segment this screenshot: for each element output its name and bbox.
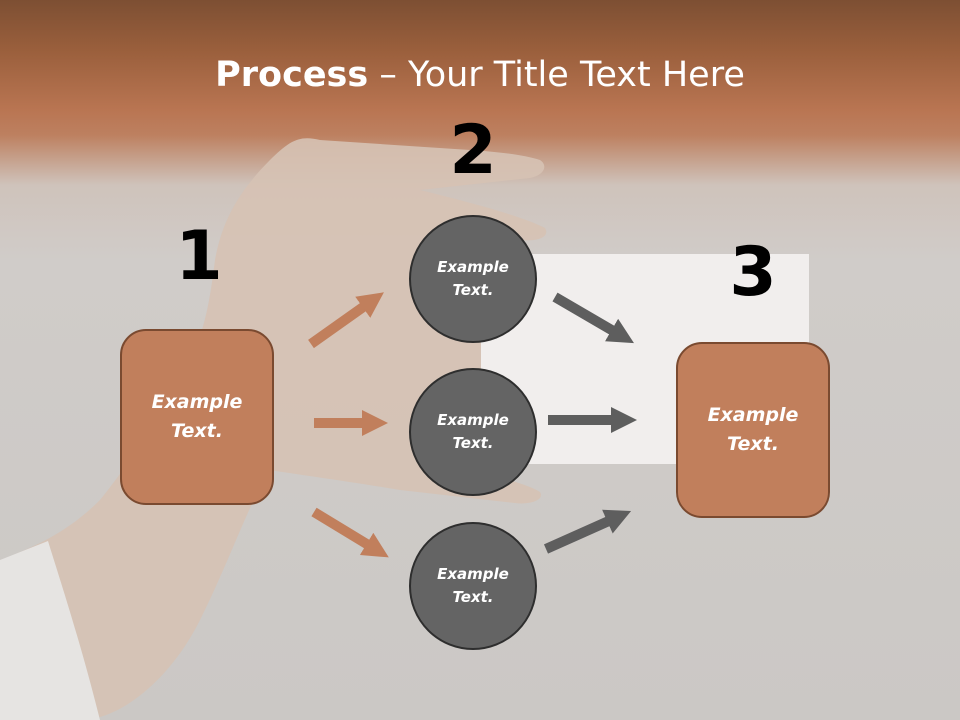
circle-bottom-text: Example Text. [437,565,509,606]
slide-title: Process – Your Title Text Here [0,52,960,98]
step-3-box: Example Text. [676,342,830,518]
title-rest: – Your Title Text Here [368,55,745,95]
step-number-2: 2 [449,111,497,190]
step-2-circle-bottom: Example Text. [409,522,537,650]
step-2-circle-top: Example Text. [409,215,537,343]
arrow-circle-top-to-box3 [552,292,635,344]
arrow-box1-to-circle-top [308,292,384,349]
step-number-1: 1 [175,217,223,296]
step-1-box-text: Example Text. [151,391,243,442]
background-sleeve [0,541,100,720]
step-1-box: Example Text. [120,329,274,505]
circle-top-text: Example Text. [437,258,509,299]
step-number-3: 3 [729,233,777,312]
title-bold: Process [215,55,369,95]
step-3-box-text: Example Text. [707,404,799,455]
arrow-box1-to-circle-bottom [311,507,389,558]
step-2-circle-middle: Example Text. [409,368,537,496]
circle-middle-text: Example Text. [437,411,509,452]
arrow-circle-bottom-to-box3 [543,509,632,554]
